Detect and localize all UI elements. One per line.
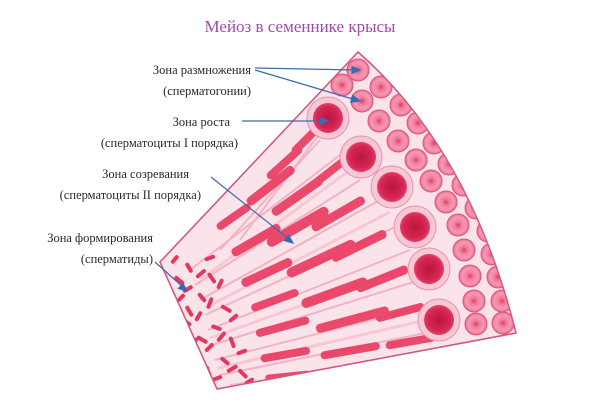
- spermatocyte-cell: [339, 135, 383, 179]
- pointer-reproduction-1: [254, 67, 357, 71]
- pointer-maturation: [210, 176, 291, 241]
- spermatocyte-cell: [417, 298, 461, 342]
- label-zone-formation: Зона формирования (сперматиды): [47, 228, 153, 270]
- pointer-formation: [154, 261, 185, 289]
- spermatocyte-cell: [370, 165, 414, 209]
- spermatocyte-cell: [393, 205, 437, 249]
- label-zone-maturation-cells: (сперматоциты II порядка): [59, 188, 201, 202]
- label-zone-reproduction: Зона размножения (сперматогонии): [153, 60, 251, 102]
- label-zone-formation-cells: (сперматиды): [80, 252, 153, 266]
- label-zone-reproduction-name: Зона размножения: [152, 63, 251, 77]
- label-zone-formation-name: Зона формирования: [47, 231, 153, 245]
- label-zone-growth-name: Зона роста: [172, 115, 230, 129]
- diagram-title: Мейоз в семеннике крысы: [204, 17, 396, 36]
- pointer-reproduction-2: [254, 69, 357, 101]
- spermatocyte-cell: [407, 247, 451, 291]
- label-zone-maturation-name: Зона созревания: [102, 167, 189, 181]
- spermatocyte-cell: [306, 96, 350, 140]
- spermatocytes-i: [306, 96, 461, 342]
- label-zone-maturation: Зона созревания (сперматоциты II порядка…: [60, 164, 201, 206]
- label-zone-growth: Зона роста (сперматоциты I порядка): [101, 112, 238, 154]
- pointer-lines: [154, 65, 362, 292]
- sector-outline: [159, 51, 517, 390]
- label-zone-reproduction-cells: (сперматогонии): [163, 84, 251, 98]
- label-zone-growth-cells: (сперматоциты I порядка): [100, 136, 238, 150]
